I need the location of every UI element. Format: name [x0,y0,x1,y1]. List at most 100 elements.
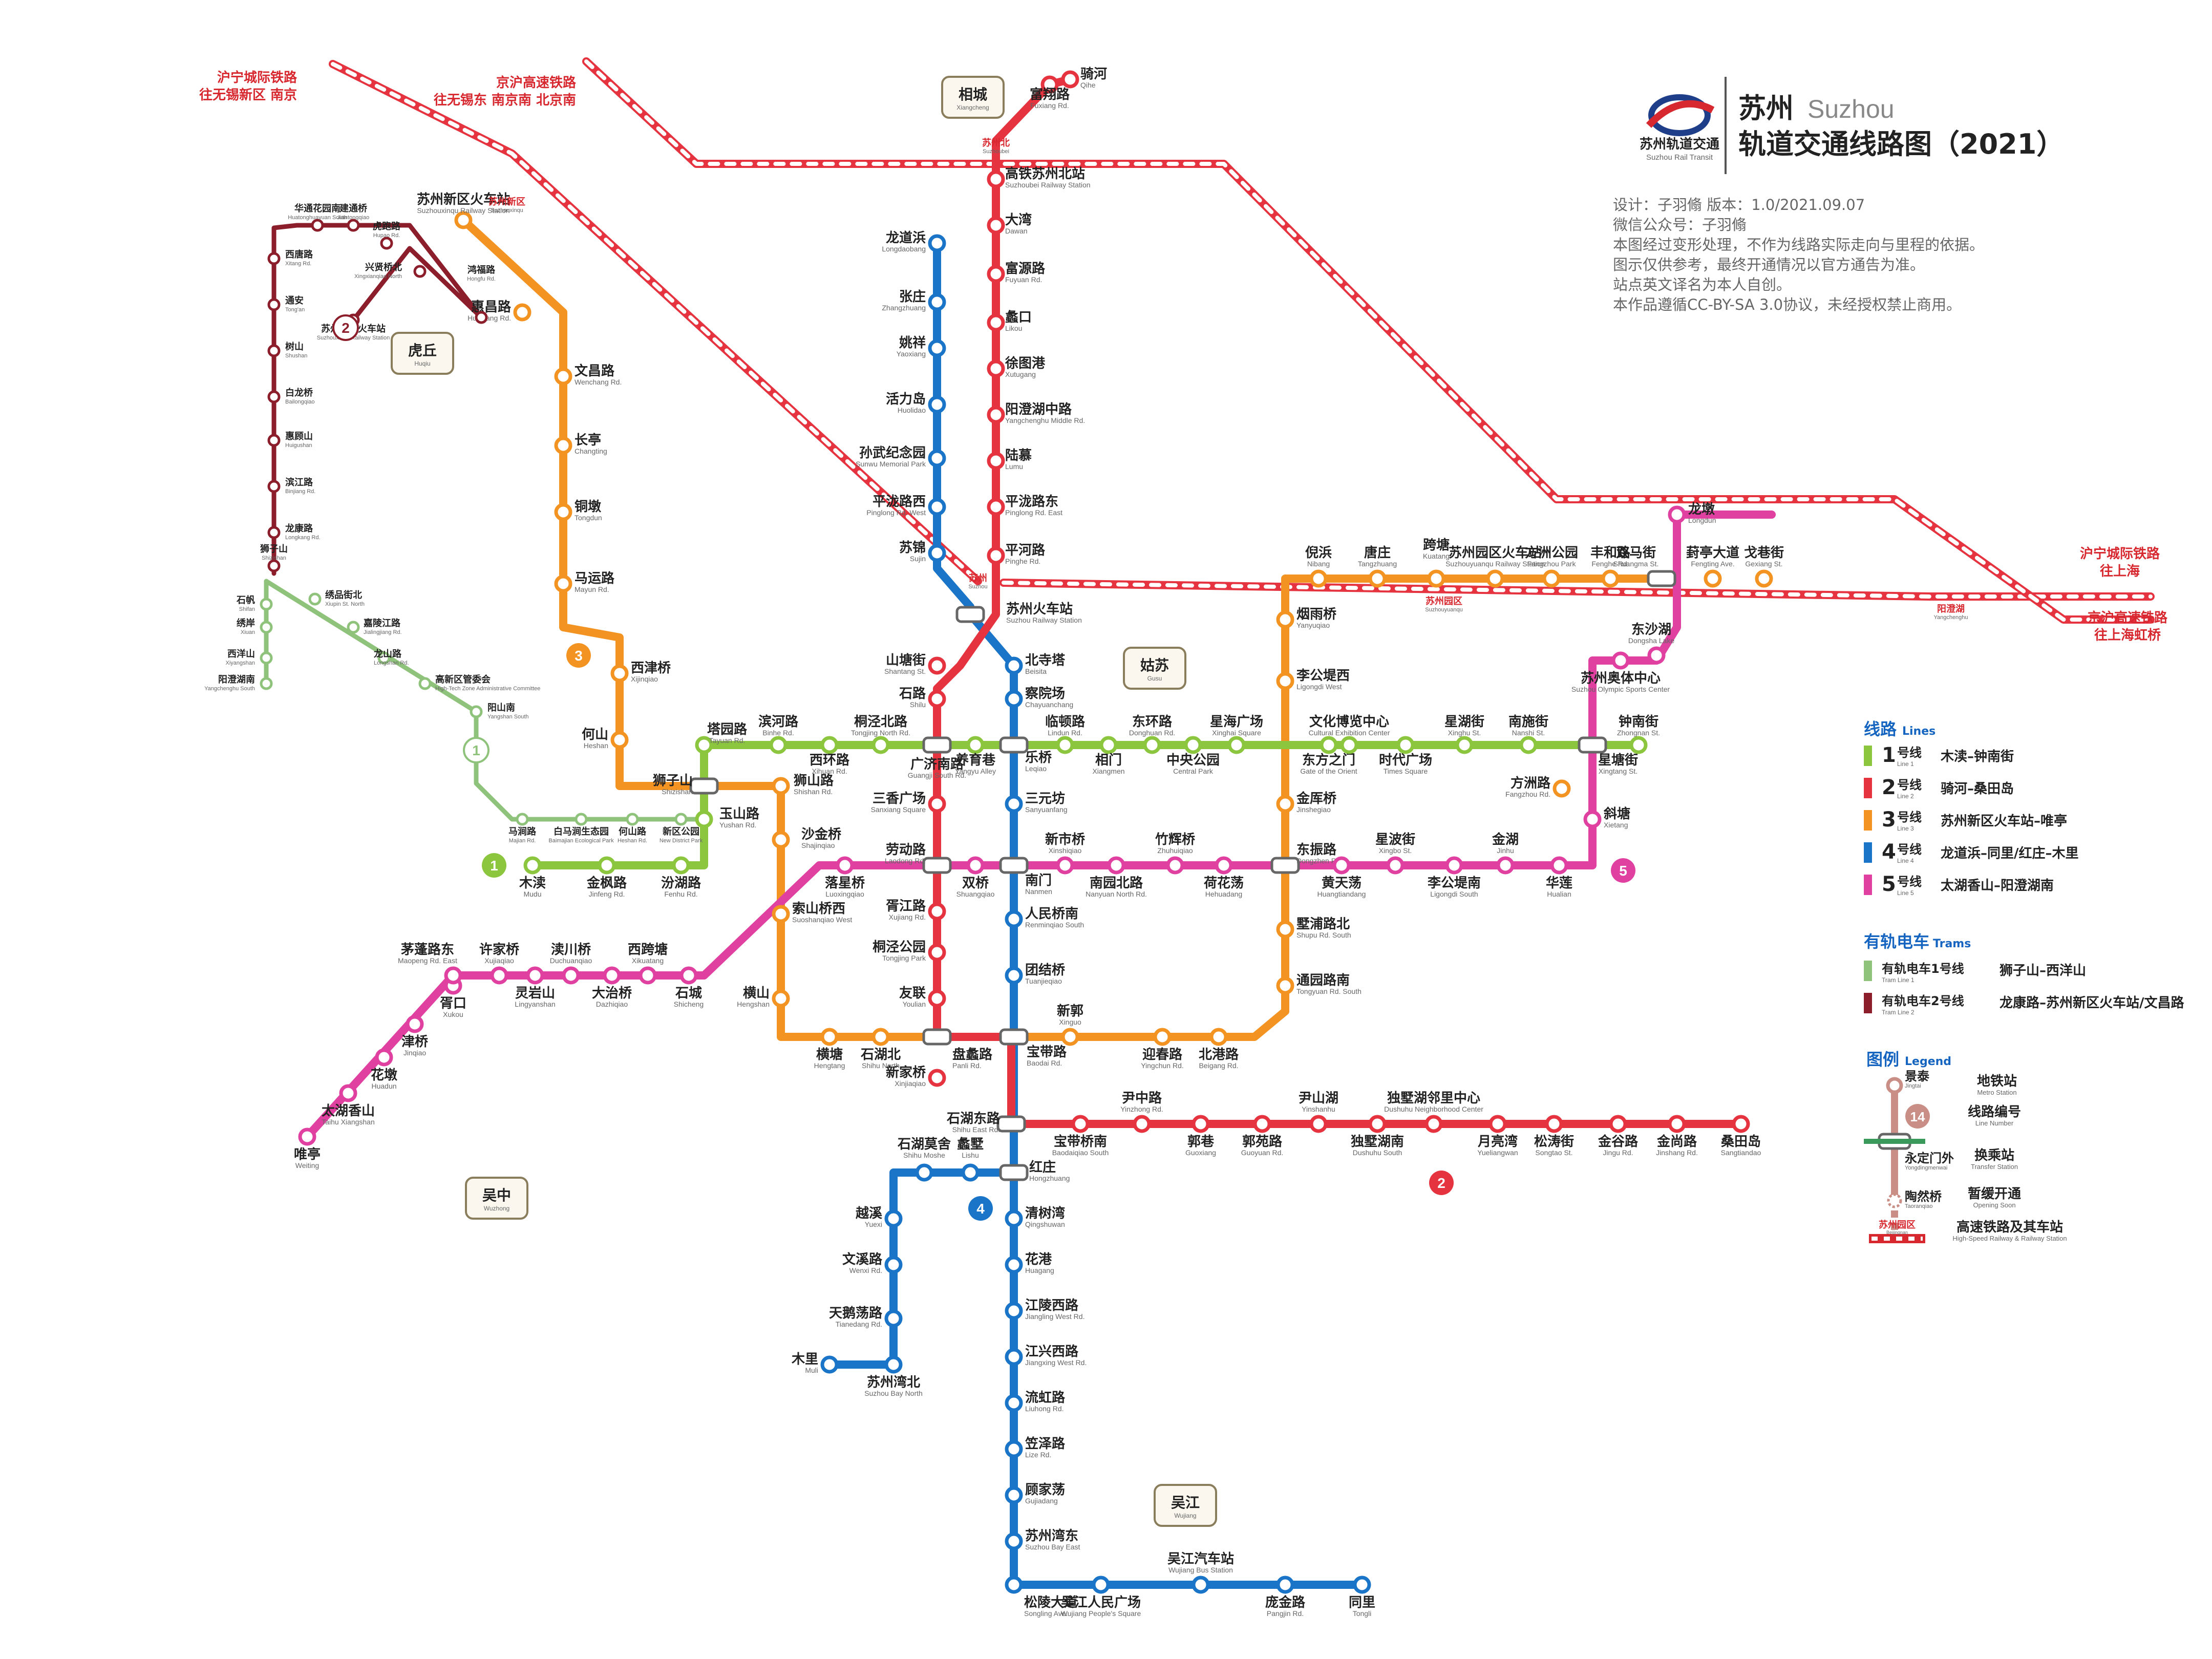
station-marker[interactable] [1153,1028,1172,1046]
station-marker[interactable] [1276,672,1294,690]
station-marker[interactable] [1005,1486,1023,1504]
station-marker[interactable] [674,813,688,826]
station-marker[interactable] [871,1028,890,1046]
station-marker[interactable] [454,211,473,229]
station-marker[interactable] [987,406,1005,424]
station-marker[interactable] [1192,1576,1210,1594]
station-marker[interactable] [1276,795,1294,813]
station-marker[interactable] [554,436,572,455]
station-marker[interactable] [1143,736,1161,754]
station-marker[interactable] [987,359,1005,378]
station-marker[interactable] [1309,569,1328,588]
station-marker[interactable] [987,265,1005,283]
station-marker[interactable] [475,311,488,324]
station-marker[interactable] [490,966,508,985]
station-marker[interactable] [836,856,854,875]
station-marker[interactable] [1320,736,1338,754]
station-marker[interactable] [1056,856,1074,875]
station-marker[interactable] [260,598,273,611]
station-marker[interactable] [380,237,393,250]
station-marker[interactable] [966,736,985,754]
transfer-marker[interactable] [999,736,1029,754]
station-marker[interactable] [928,943,946,962]
station-marker[interactable] [267,252,281,265]
station-marker[interactable] [267,298,281,311]
station-marker[interactable] [1166,856,1184,875]
station-marker[interactable] [1276,1576,1294,1594]
station-marker[interactable] [928,234,946,252]
station-marker[interactable] [406,1015,424,1033]
transfer-marker[interactable] [999,1164,1029,1181]
station-marker[interactable] [672,856,690,875]
station-marker[interactable] [1386,856,1405,875]
transfer-marker[interactable] [689,777,719,795]
station-marker[interactable] [928,498,946,516]
station-marker[interactable] [347,621,360,634]
station-marker[interactable] [928,989,946,1008]
station-marker[interactable] [562,966,580,985]
transfer-marker[interactable] [1578,736,1607,754]
station-marker[interactable] [554,503,572,521]
transfer-marker[interactable] [1647,570,1676,587]
station-marker[interactable] [1668,1115,1686,1133]
transfer-marker[interactable] [922,857,952,874]
station-marker[interactable] [1552,779,1571,798]
station-marker[interactable] [1332,856,1351,875]
station-marker[interactable] [1396,736,1415,754]
station-marker[interactable] [377,651,391,665]
station-marker[interactable] [1455,736,1474,754]
station-marker[interactable] [1611,651,1630,670]
station-marker[interactable] [554,575,572,593]
station-marker[interactable] [267,526,281,539]
